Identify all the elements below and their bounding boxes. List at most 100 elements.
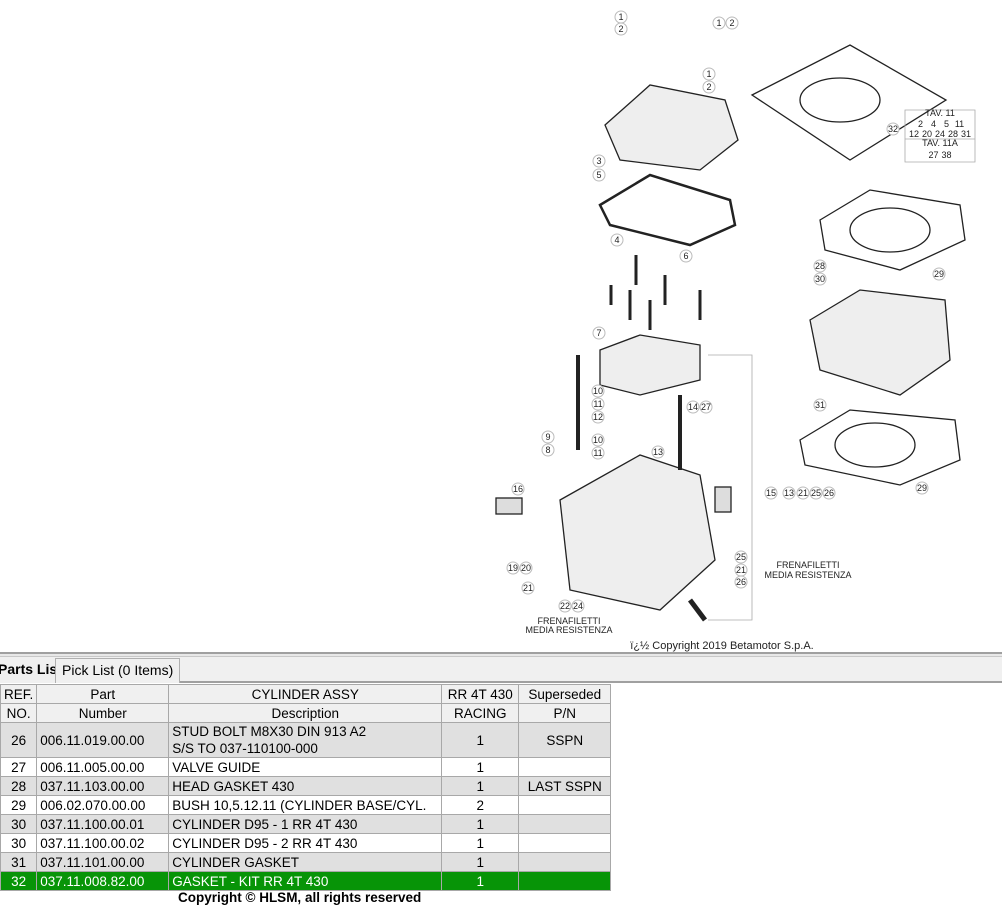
callout-10[interactable]: 10 — [591, 384, 605, 398]
superseded — [518, 833, 612, 853]
svg-text:8: 8 — [545, 445, 550, 455]
ref-no: 27 — [0, 757, 38, 777]
tab-bar: Parts List Pick List (0 Items) — [0, 657, 1002, 683]
table-row[interactable]: 30 037.11.100.00.02 CYLINDER D95 - 2 RR … — [0, 833, 612, 853]
callout-6[interactable]: 6 — [679, 249, 693, 263]
tav-ref: 20 — [922, 129, 932, 139]
callout-24[interactable]: 24 — [571, 599, 585, 613]
svg-text:20: 20 — [521, 563, 531, 573]
callout-31[interactable]: 31 — [813, 398, 827, 412]
table-row[interactable]: 26 006.11.019.00.00 STUD BOLT M8X30 DIN … — [0, 722, 612, 758]
callout-29[interactable]: 29 — [932, 267, 946, 281]
svg-text:21: 21 — [736, 565, 746, 575]
cover-gasket — [598, 173, 737, 247]
pane-splitter[interactable] — [0, 652, 1002, 657]
callout-25[interactable]: 25 — [734, 550, 748, 564]
callout-13[interactable]: 13 — [782, 486, 796, 500]
table-row[interactable]: 32 037.11.008.82.00 GASKET - KIT RR 4T 4… — [0, 871, 612, 891]
callout-2[interactable]: 2 — [614, 22, 628, 36]
part-number: 037.11.100.00.02 — [36, 833, 170, 853]
callout-2[interactable]: 2 — [725, 16, 739, 30]
callout-16[interactable]: 16 — [511, 482, 525, 496]
callout-30[interactable]: 30 — [813, 272, 827, 286]
table-row[interactable]: 27 006.11.005.00.00 VALVE GUIDE 1 — [0, 757, 612, 777]
cylinder-gasket — [799, 409, 961, 486]
svg-text:13: 13 — [653, 447, 663, 457]
description: HEAD GASKET 430 — [168, 776, 443, 796]
superseded: SSPN — [518, 722, 612, 758]
table-row[interactable]: 31 037.11.101.00.00 CYLINDER GASKET 1 — [0, 852, 612, 872]
ref-no: 28 — [0, 776, 38, 796]
callout-21[interactable]: 21 — [521, 581, 535, 595]
svg-text:13: 13 — [784, 488, 794, 498]
callout-15[interactable]: 15 — [764, 486, 778, 500]
callout-11[interactable]: 11 — [591, 397, 605, 411]
col-header: NO. — [0, 703, 38, 723]
svg-text:29: 29 — [934, 269, 944, 279]
svg-text:29: 29 — [917, 483, 927, 493]
tav-ref: 4 — [931, 119, 936, 129]
callout-26[interactable]: 26 — [734, 575, 748, 589]
quantity: 1 — [441, 722, 520, 758]
callout-21[interactable]: 21 — [796, 486, 810, 500]
callout-26[interactable]: 26 — [822, 486, 836, 500]
callout-32[interactable]: 32 — [886, 122, 900, 136]
callout-7[interactable]: 7 — [592, 326, 606, 340]
table-row[interactable]: 30 037.11.100.00.01 CYLINDER D95 - 1 RR … — [0, 814, 612, 834]
callout-27[interactable]: 27 — [699, 400, 713, 414]
tav-ref: 12 — [909, 129, 919, 139]
description-line: CYLINDER D95 - 1 RR 4T 430 — [172, 816, 358, 832]
part-number: 037.11.008.82.00 — [36, 871, 170, 891]
callout-11[interactable]: 11 — [591, 446, 605, 460]
callout-28[interactable]: 28 — [813, 259, 827, 273]
svg-text:1: 1 — [706, 69, 711, 79]
svg-text:1: 1 — [618, 12, 623, 22]
callout-1[interactable]: 1 — [702, 67, 716, 81]
svg-text:7: 7 — [596, 328, 601, 338]
svg-text:21: 21 — [523, 583, 533, 593]
callout-19[interactable]: 19 — [506, 561, 520, 575]
svg-text:10: 10 — [593, 386, 603, 396]
ref-no: 30 — [0, 814, 38, 834]
table-row[interactable]: 28 037.11.103.00.00 HEAD GASKET 430 1 LA… — [0, 776, 612, 796]
callout-22[interactable]: 22 — [558, 599, 572, 613]
quantity: 1 — [441, 757, 520, 777]
callout-20[interactable]: 20 — [519, 561, 533, 575]
callout-29[interactable]: 29 — [915, 481, 929, 495]
svg-text:11: 11 — [593, 448, 602, 458]
camshaft-holder — [599, 334, 701, 396]
callout-9[interactable]: 9 — [541, 430, 555, 444]
superseded: LAST SSPN — [518, 776, 612, 796]
ref-no: 26 — [0, 722, 38, 758]
callout-4[interactable]: 4 — [610, 233, 624, 247]
description-line: GASKET - KIT RR 4T 430 — [172, 873, 329, 889]
callout-2[interactable]: 2 — [702, 80, 716, 94]
callout-13[interactable]: 13 — [651, 445, 665, 459]
callout-12[interactable]: 12 — [591, 410, 605, 424]
callout-25[interactable]: 25 — [809, 486, 823, 500]
callout-21[interactable]: 21 — [734, 563, 748, 577]
svg-text:19: 19 — [508, 563, 518, 573]
tab-pick-list[interactable]: Pick List (0 Items) — [55, 658, 181, 683]
ref-no: 32 — [0, 871, 38, 891]
svg-text:31: 31 — [815, 400, 825, 410]
gasket-kit-sheet — [750, 44, 948, 161]
note-text: MEDIA RESISTENZA — [764, 570, 851, 580]
table-row[interactable]: 29 006.02.070.00.00 BUSH 10,5.12.11 (CYL… — [0, 795, 612, 815]
callout-8[interactable]: 8 — [541, 443, 555, 457]
svg-text:24: 24 — [573, 601, 583, 611]
callout-3[interactable]: 3 — [592, 154, 606, 168]
tav-ref: 38 — [941, 150, 951, 160]
callout-10[interactable]: 10 — [591, 433, 605, 447]
superseded — [518, 795, 612, 815]
callout-14[interactable]: 14 — [686, 400, 700, 414]
callout-5[interactable]: 5 — [592, 168, 606, 182]
svg-text:10: 10 — [593, 435, 603, 445]
col-header: REF. — [0, 684, 38, 704]
callout-1[interactable]: 1 — [712, 16, 726, 30]
ref-no: 29 — [0, 795, 38, 815]
tav-title: TAV. 11A — [922, 138, 958, 148]
callout-1[interactable]: 1 — [614, 10, 628, 24]
col-header: Description — [168, 703, 443, 723]
